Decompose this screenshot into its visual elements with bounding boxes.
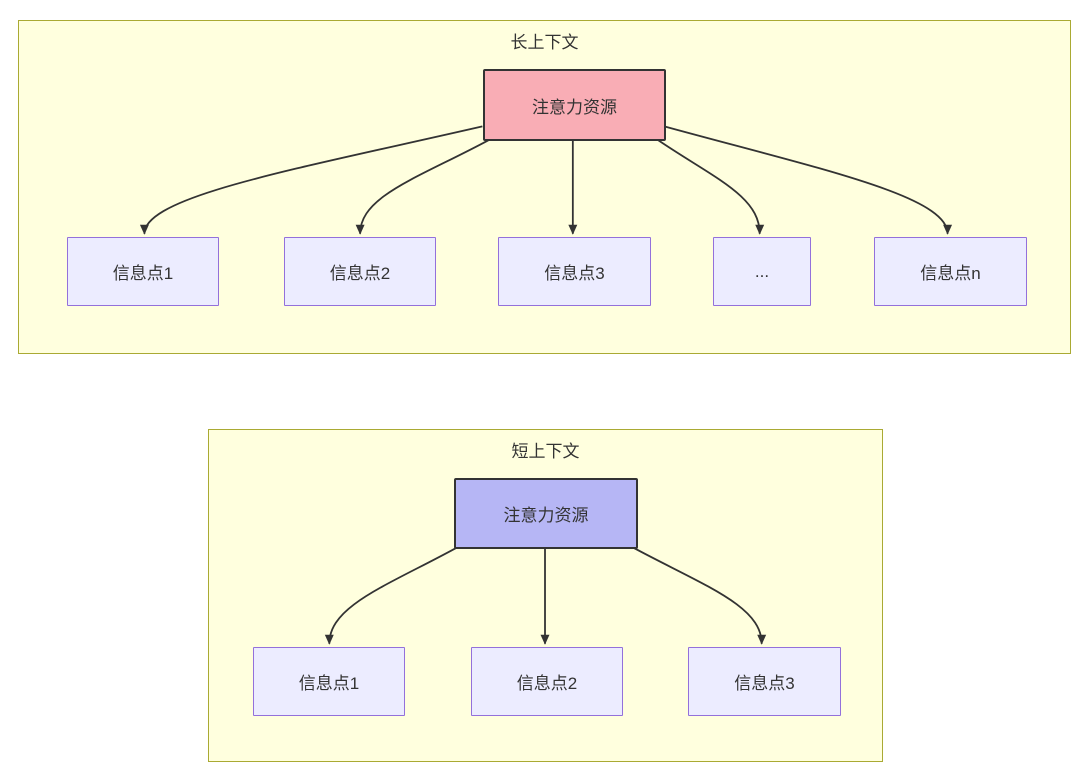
arrow-attention-to-info1 bbox=[139, 125, 483, 235]
arrow-attention-to-info3 bbox=[634, 547, 767, 645]
arrow-attention-to-info1 bbox=[324, 547, 456, 645]
attention-node-long: 注意力资源 bbox=[483, 69, 666, 141]
arrow-attention-to-dots bbox=[657, 139, 765, 235]
info-node-2: 信息点2 bbox=[284, 237, 436, 306]
info-node-dots: ... bbox=[713, 237, 811, 306]
attention-node-short: 注意力资源 bbox=[454, 478, 638, 549]
short-context-title: 短上下文 bbox=[511, 442, 580, 461]
info-node-1: 信息点1 bbox=[253, 647, 405, 716]
long-context-group: 长上下文 注意力资源 信息点1 信息点2 信息点3 ... 信息点n bbox=[18, 20, 1071, 354]
info-node-1: 信息点1 bbox=[67, 237, 219, 306]
short-context-group: 短上下文 注意力资源 信息点1 信息点2 信息点3 bbox=[208, 429, 883, 762]
info-node-3: 信息点3 bbox=[688, 647, 841, 716]
long-context-title: 长上下文 bbox=[510, 33, 579, 52]
info-node-3: 信息点3 bbox=[498, 237, 651, 306]
arrow-attention-to-infon bbox=[664, 125, 953, 235]
info-node-n: 信息点n bbox=[874, 237, 1027, 306]
info-node-2: 信息点2 bbox=[471, 647, 623, 716]
arrow-attention-to-info2 bbox=[355, 139, 489, 235]
